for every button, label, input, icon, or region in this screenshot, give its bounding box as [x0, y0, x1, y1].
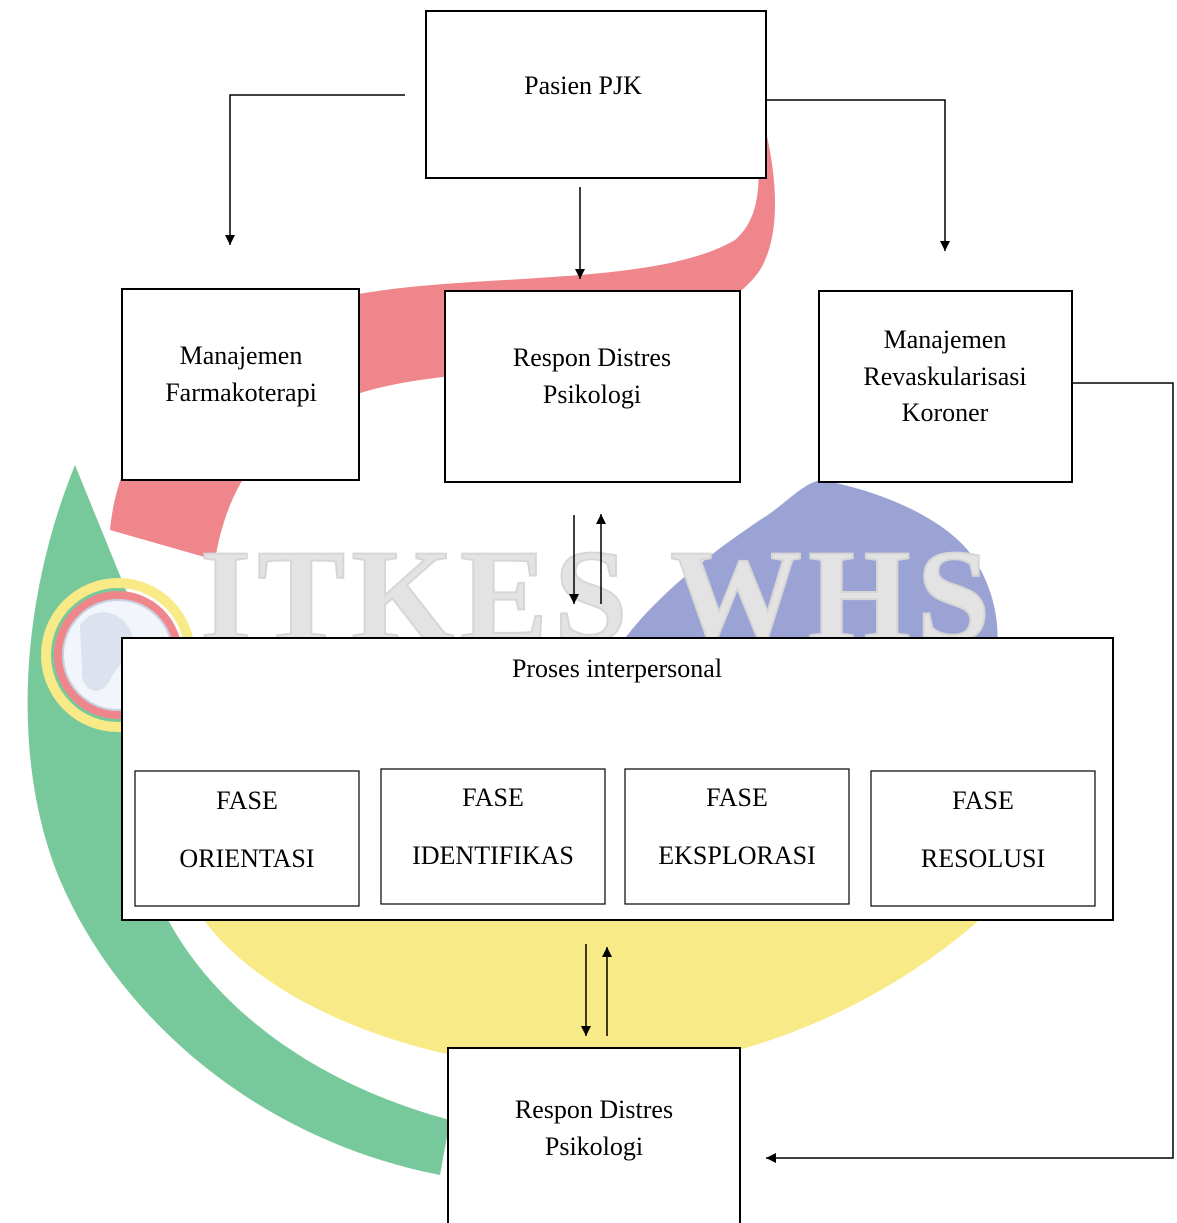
label-pasien-pjk: Pasien PJK: [524, 71, 642, 100]
node-manajemen-farmakoterapi: [121, 288, 360, 481]
watermark-green-arc: [27, 465, 450, 1175]
edge-revaskularisasi-to-respon-bottom: [766, 382, 1174, 1163]
label-farmakoterapi-line1: Manajemen: [180, 341, 303, 370]
label-fase-resolusi-line1: FASE: [952, 786, 1014, 815]
edge-pasien-to-farmakoterapi: [225, 94, 405, 245]
label-farmakoterapi-line2: Farmakoterapi: [165, 378, 317, 407]
label-respon-top-line2: Psikologi: [543, 380, 641, 409]
label-proses-interpersonal: Proses interpersonal: [512, 654, 722, 683]
label-fase-orientasi-line1: FASE: [216, 786, 278, 815]
label-fase-identifikas-line2: IDENTIFIKAS: [412, 841, 574, 870]
node-fase-resolusi: [870, 770, 1096, 907]
labels: Pasien PJK Manajemen Farmakoterapi Respo…: [165, 71, 1045, 1161]
node-fase-orientasi: [134, 770, 360, 907]
label-fase-eksplorasi-line2: EKSPLORASI: [658, 841, 815, 870]
watermark-logo: ITKES WHS: [27, 60, 998, 1175]
node-respon-distres-bottom: [447, 1047, 741, 1223]
watermark-globe-land: [80, 612, 133, 691]
label-respon-bottom-line1: Respon Distres: [515, 1095, 673, 1124]
edge-pasien-to-revaskularisasi: [767, 99, 950, 251]
node-fase-eksplorasi: [624, 768, 850, 905]
node-respon-distres-top: [444, 290, 741, 483]
label-respon-bottom-line2: Psikologi: [545, 1132, 643, 1161]
node-manajemen-revaskularisasi: [818, 290, 1073, 483]
label-fase-identifikas-line1: FASE: [462, 783, 524, 812]
label-fase-eksplorasi-line1: FASE: [706, 783, 768, 812]
label-respon-top-line1: Respon Distres: [513, 343, 671, 372]
label-revaskularisasi-line1: Manajemen: [884, 325, 1007, 354]
label-fase-resolusi-line2: RESOLUSI: [921, 844, 1045, 873]
node-pasien-pjk: [425, 10, 767, 179]
node-fase-identifikas: [380, 768, 606, 905]
label-revaskularisasi-line3: Koroner: [902, 398, 989, 427]
label-revaskularisasi-line2: Revaskularisasi: [863, 362, 1026, 391]
label-fase-orientasi-line2: ORIENTASI: [179, 844, 314, 873]
watermark-blue-blob: [610, 480, 998, 660]
nodes: [121, 10, 1114, 1223]
watermark-yellow-arc: [200, 915, 985, 1071]
